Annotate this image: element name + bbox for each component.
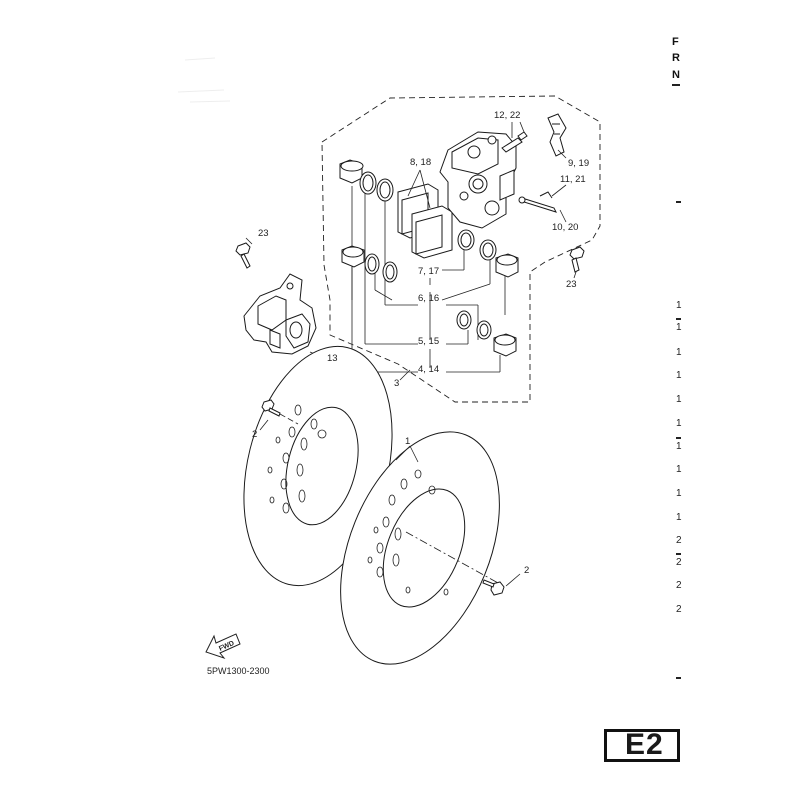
figure-code: 5PW1300-2300 — [207, 666, 270, 676]
edge-dash — [676, 677, 681, 679]
edge-number: 1 — [676, 300, 682, 311]
disc-bolt-upper — [259, 399, 299, 431]
callout-2-lower: 2 — [524, 565, 529, 576]
edge-dash — [676, 437, 681, 439]
page-label: E2 — [625, 728, 664, 761]
edge-number: 1 — [676, 441, 682, 452]
brake-disc-front — [340, 431, 501, 665]
edge-number: 1 — [676, 370, 682, 381]
edge-number: 1 — [676, 488, 682, 499]
brake-pads — [397, 169, 453, 259]
edge-number: 2 — [676, 535, 682, 546]
bleed-screw — [501, 121, 528, 153]
callout-23-left: 23 — [258, 228, 269, 239]
edge-number: 1 — [676, 512, 682, 523]
edge-letter: N — [672, 69, 680, 81]
callout-12-22: 12, 22 — [494, 110, 520, 121]
edge-letter: F — [672, 36, 679, 48]
piston-set-right-upper — [457, 229, 519, 278]
callout-5-15: 5, 15 — [418, 336, 439, 347]
edge-dash — [676, 318, 681, 320]
caliper-assembled — [243, 273, 325, 359]
edge-letter: R — [672, 52, 680, 64]
pad-pin — [518, 184, 567, 223]
edge-number: 2 — [676, 557, 682, 568]
caliper-body-exploded — [439, 131, 517, 229]
edge-underline — [672, 84, 680, 86]
callout-13: 13 — [327, 353, 338, 364]
caliper-bolt-left — [235, 237, 253, 269]
disc-bolt-lower — [482, 573, 521, 596]
piston-set-lower — [341, 245, 517, 357]
edge-dash — [676, 201, 681, 203]
callout-10-20: 10, 20 — [552, 222, 578, 233]
piston-seal-leaders — [351, 186, 506, 373]
callout-4-14: 4, 14 — [418, 364, 439, 375]
fwd-arrow-icon: FWD — [205, 633, 241, 660]
callout-7-17: 7, 17 — [418, 266, 439, 277]
callout-9-19: 9, 19 — [568, 158, 589, 169]
edge-number: 1 — [676, 394, 682, 405]
callout-23-right: 23 — [566, 279, 577, 290]
pad-spring — [547, 113, 567, 159]
edge-number: 1 — [676, 322, 682, 333]
piston-set-upper — [339, 159, 394, 202]
caliper-bolt-right — [569, 246, 585, 279]
callout-6-16: 6, 16 — [418, 293, 439, 304]
edge-number: 2 — [676, 604, 682, 615]
callout-2-upper: 2 — [252, 429, 257, 440]
edge-number: 1 — [676, 464, 682, 475]
edge-number: 1 — [676, 418, 682, 429]
edge-dash — [676, 553, 681, 555]
edge-number: 1 — [676, 347, 682, 358]
page-label-box: E2 — [604, 728, 680, 762]
edge-number: 2 — [676, 580, 682, 591]
callout-1: 1 — [405, 436, 410, 447]
callout-11-21: 11, 21 — [560, 174, 586, 185]
callout-3: 3 — [394, 378, 399, 389]
callout-8-18: 8, 18 — [410, 157, 431, 168]
caliper-assembly-boundary — [321, 95, 601, 403]
